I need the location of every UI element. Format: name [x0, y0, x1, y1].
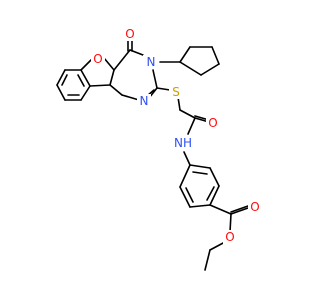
label-mask	[123, 27, 137, 41]
bond	[80, 69, 91, 87]
label-mask	[223, 230, 237, 244]
bond	[209, 185, 220, 206]
bond	[179, 186, 191, 208]
atom-labels: O O N N S O NH O O	[91, 27, 262, 244]
bond	[209, 167, 220, 187]
label-mask	[169, 85, 183, 99]
bond	[61, 74, 68, 86]
bond	[156, 87, 171, 91]
bond	[204, 249, 211, 271]
ester-oxygen-label: O	[225, 230, 234, 244]
sulfur-label: S	[172, 85, 180, 99]
amide-nh-label: NH	[174, 136, 192, 150]
bond	[189, 164, 211, 169]
bond	[192, 171, 208, 175]
bond	[109, 84, 123, 96]
ring-nitrogen-label: N	[147, 55, 156, 69]
bond	[183, 151, 191, 166]
bond	[152, 69, 158, 89]
label-mask	[91, 52, 105, 66]
bond-lines	[56, 39, 249, 271]
ester-carbonyl-oxygen-label: O	[250, 200, 259, 214]
bond	[109, 69, 115, 86]
bond	[189, 204, 211, 208]
label-mask	[172, 136, 194, 150]
bond	[209, 204, 232, 215]
bond	[179, 164, 191, 188]
bond	[229, 213, 232, 233]
label-mask	[206, 116, 220, 130]
bond	[179, 61, 202, 76]
bond	[56, 84, 66, 101]
label-mask	[143, 55, 159, 69]
bond	[230, 207, 249, 215]
bond	[77, 74, 85, 87]
bond	[211, 46, 220, 65]
diagram-background	[0, 0, 300, 300]
bond	[179, 109, 196, 119]
ring-nitrogen-label: N	[140, 94, 149, 108]
amide-oxygen-label: O	[208, 116, 217, 130]
label-mask	[248, 200, 262, 214]
keto-oxygen-label: O	[125, 27, 134, 41]
bond	[56, 69, 66, 86]
bond	[209, 241, 226, 251]
bond	[103, 57, 115, 71]
bond	[80, 85, 91, 101]
bond	[89, 84, 111, 87]
bond	[80, 59, 92, 71]
chemical-structure-diagram: O O N N S O NH O O	[0, 0, 300, 300]
bond	[113, 49, 131, 71]
bond	[121, 94, 140, 101]
bond	[179, 46, 191, 63]
furan-oxygen-label: O	[93, 52, 102, 66]
bond	[187, 117, 196, 135]
bond	[200, 63, 220, 76]
bond	[230, 205, 249, 213]
bond	[177, 96, 181, 111]
bond	[206, 186, 215, 201]
label-mask	[137, 94, 151, 108]
bond	[185, 187, 194, 203]
